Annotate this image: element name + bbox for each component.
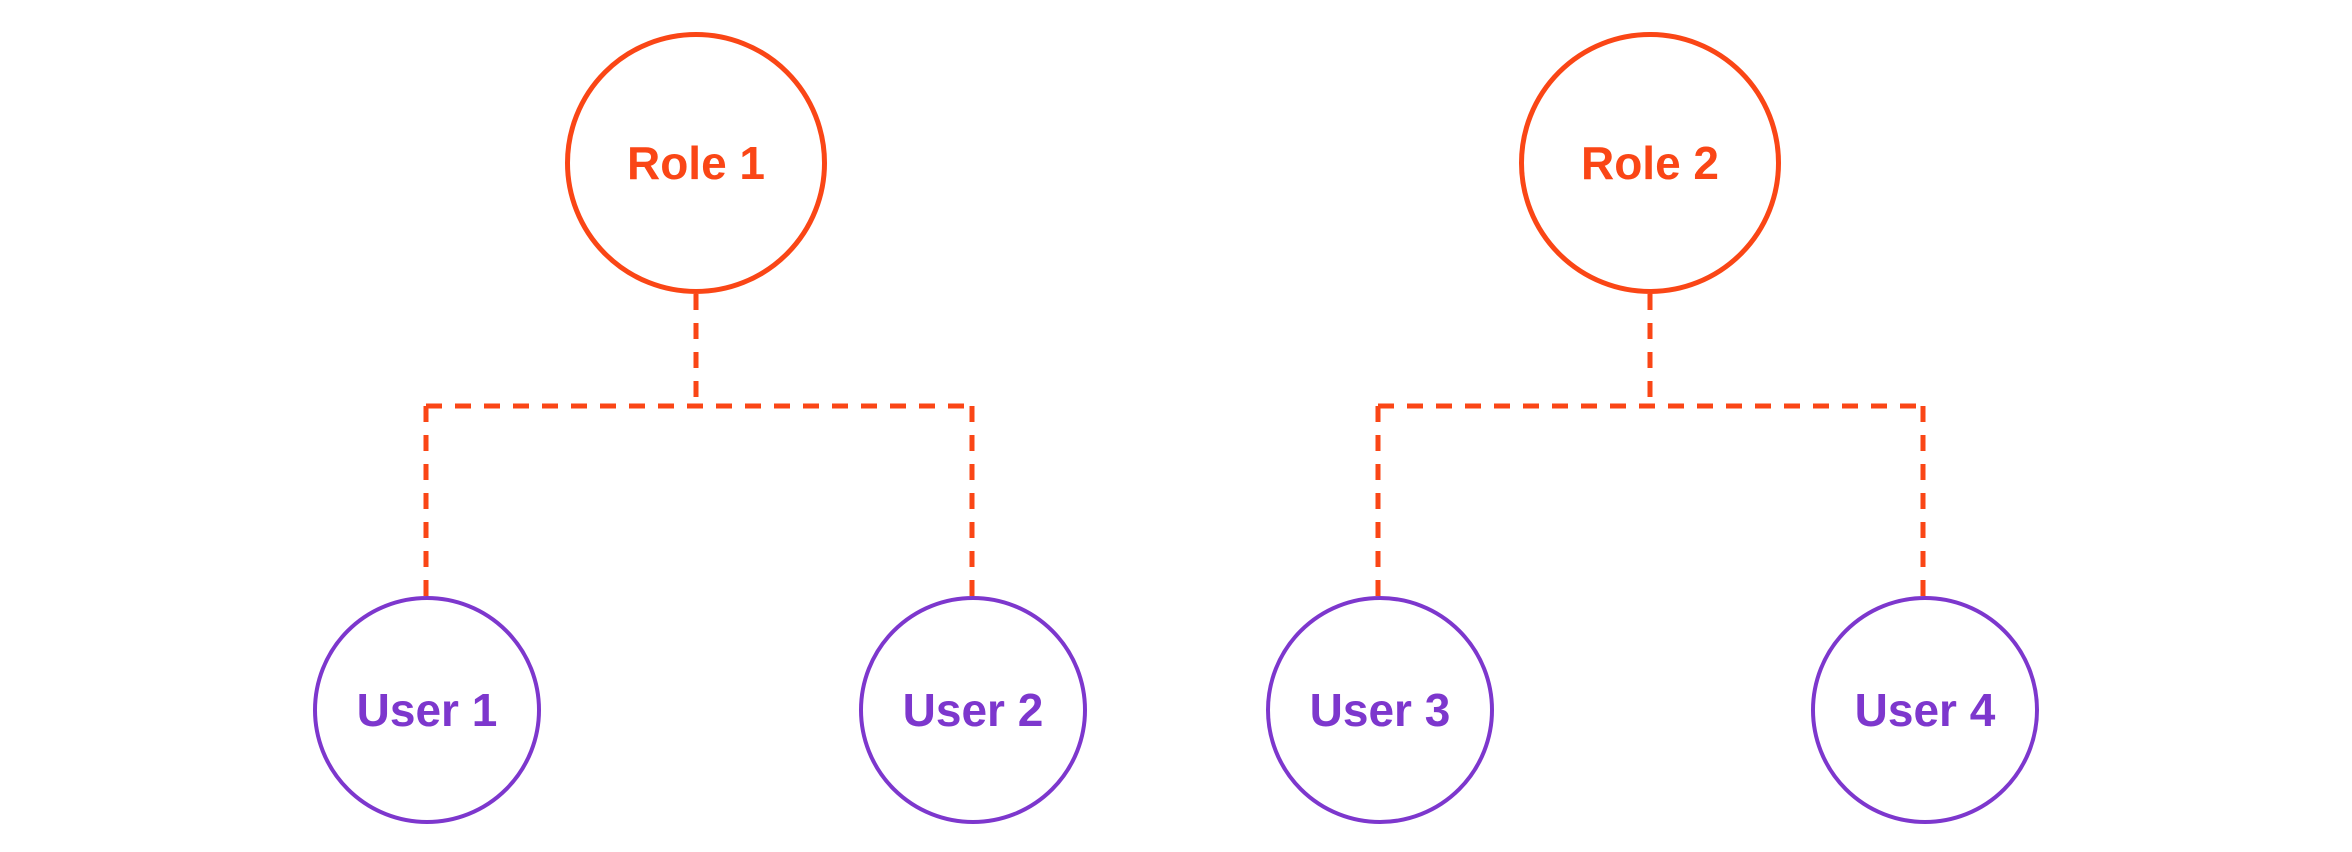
user-1-node: User 1 [313, 596, 541, 824]
user-2-label: User 2 [902, 684, 1044, 736]
user-3-node: User 3 [1266, 596, 1494, 824]
connector-tree-role1 [423, 294, 975, 598]
role-2-label: Role 2 [1580, 137, 1720, 189]
user-4-label: User 4 [1854, 684, 1996, 736]
user-2-node: User 2 [859, 596, 1087, 824]
user-1-label: User 1 [356, 684, 498, 736]
user-4-node: User 4 [1811, 596, 2039, 824]
role-1-label: Role 1 [626, 137, 766, 189]
role-1-node: Role 1 [565, 32, 827, 294]
connector-tree-role2 [1375, 294, 1926, 598]
user-3-label: User 3 [1309, 684, 1451, 736]
role-2-node: Role 2 [1519, 32, 1781, 294]
